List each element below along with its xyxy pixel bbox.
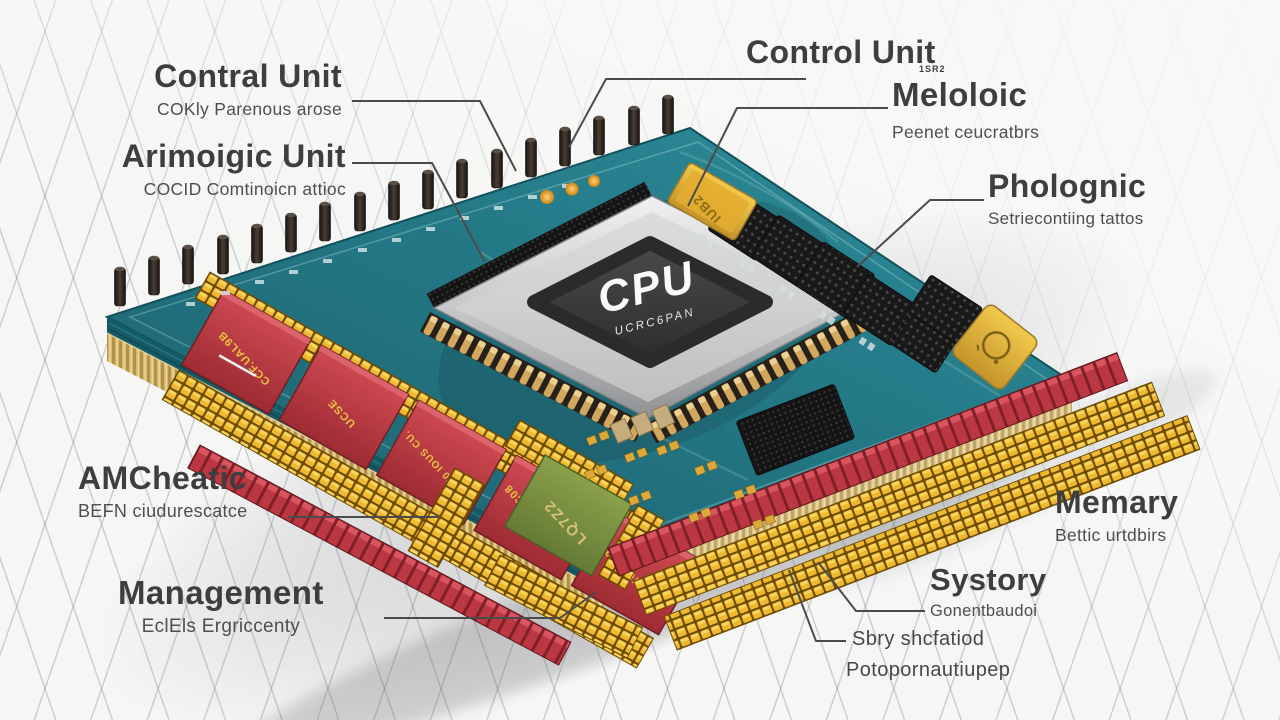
red-slot-strip bbox=[607, 352, 1129, 577]
annotation-subtitle: Gonentbaudoi bbox=[930, 601, 1038, 620]
leader-management bbox=[384, 591, 597, 619]
leader-systory bbox=[817, 561, 925, 612]
annotation-management: Management EclEls Ergriccenty bbox=[118, 574, 324, 638]
annotation-subtitle: Bettic urtdbirs bbox=[1055, 524, 1167, 545]
annotation-title: Contral Unit bbox=[154, 58, 342, 94]
left-red-slot-connector bbox=[187, 444, 572, 666]
diamond-logo-icon bbox=[981, 331, 1011, 360]
leader-meloloic bbox=[687, 107, 888, 207]
annotation-amcheatic: AMCheatic BEFN ciudurescatce bbox=[78, 460, 248, 522]
leader-pholognic bbox=[856, 199, 984, 268]
annotation-title: Arimoigic Unit bbox=[121, 138, 346, 174]
yellow-component: IUB2 bbox=[667, 162, 757, 241]
cpu-socket-edge bbox=[426, 181, 652, 308]
annotation-subtitle: COKly Parenous arose bbox=[157, 98, 342, 119]
leader-arimoigic-unit bbox=[352, 162, 486, 263]
annotation-subtitle: COCID Comtinoicn attioc bbox=[143, 178, 346, 199]
annotation-control-unit: Control Unit bbox=[746, 34, 936, 70]
annotation-meloloic: Meloloic Peenet ceucratbrs bbox=[892, 76, 1040, 143]
bga-chip-bottom bbox=[736, 384, 855, 476]
annotation-title: Systory bbox=[930, 562, 1047, 597]
cpu-legs-right bbox=[646, 308, 872, 444]
annotation-arimoigic-unit: Arimoigic Unit COCID Comtinoicn attioc bbox=[40, 138, 346, 200]
annotation-title: Meloloic bbox=[892, 76, 1028, 113]
annotation-title: Memary bbox=[1055, 484, 1179, 520]
module-dash-mark bbox=[218, 354, 257, 378]
cpu-legs-left bbox=[419, 312, 646, 443]
leader-contral-unit bbox=[352, 100, 517, 172]
led-dot bbox=[588, 175, 600, 187]
led-dot bbox=[540, 190, 554, 204]
capacitor-bank bbox=[483, 554, 644, 659]
annotation-memary: Memary Bettic urtdbirs bbox=[1055, 484, 1179, 546]
capacitor-bank bbox=[407, 467, 486, 569]
gold-diamond-pad bbox=[952, 304, 1038, 390]
ram-module: CCF.UAL9B bbox=[180, 288, 313, 416]
annotation-note-line2: Potopornautiupep bbox=[846, 659, 1011, 681]
annotation-title: AMCheatic bbox=[78, 460, 247, 496]
green-chip: LQ7Z2 bbox=[503, 453, 634, 577]
leader-systory-note bbox=[788, 569, 846, 642]
annotation-title: Control Unit bbox=[746, 34, 936, 70]
cpu-die bbox=[527, 236, 773, 368]
annotation-title: Pholognic bbox=[988, 168, 1147, 204]
annotation-subtitle: BEFN ciudurescatce bbox=[78, 500, 248, 521]
led-dots bbox=[540, 175, 600, 204]
annotation-subtitle: Peenet ceucratbrs bbox=[892, 121, 1040, 142]
annotation-contral-unit: Contral Unit COKly Parenous arose bbox=[56, 58, 342, 120]
annotation-pholognic: Pholognic Setriecontiing tattos bbox=[988, 168, 1147, 229]
connector-bits bbox=[609, 403, 676, 444]
smd-pad-row bbox=[698, 232, 876, 352]
ram-module: UCSE bbox=[278, 344, 410, 471]
annotation-title: Management bbox=[118, 574, 324, 611]
capacitor-strip bbox=[632, 381, 1166, 616]
annotation-subtitle: EclEls Ergriccenty bbox=[141, 615, 301, 637]
annotation-subtitle: Setriecontiing tattos bbox=[988, 208, 1144, 228]
annotation-note-line1: Sbry shcfatiod bbox=[852, 628, 985, 650]
annotation-tag: 1SR2 bbox=[919, 64, 946, 74]
annotation-systory: Systory Gonentbaudoi bbox=[930, 562, 1047, 621]
smd-capacitors bbox=[583, 430, 777, 530]
led-dot bbox=[565, 182, 579, 196]
leader-control-unit bbox=[568, 78, 806, 148]
leader-lines bbox=[288, 78, 984, 642]
